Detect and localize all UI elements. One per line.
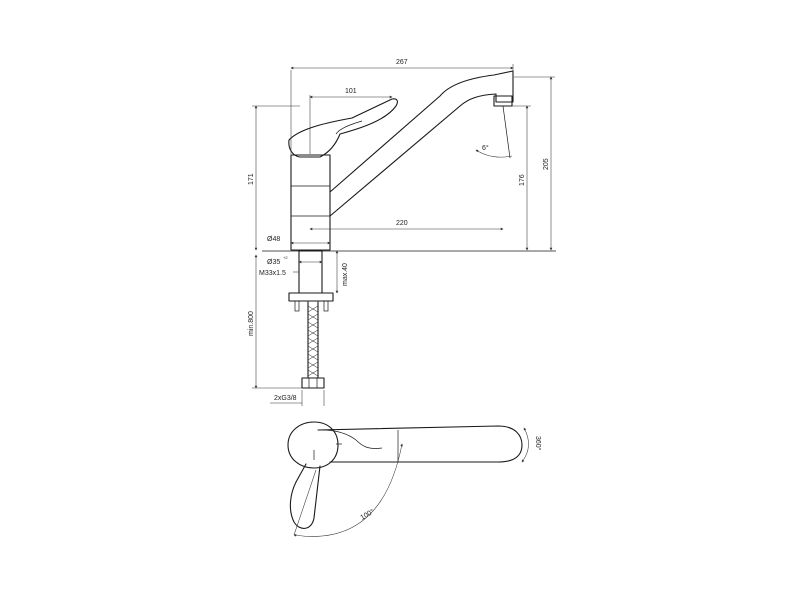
dim-max-deck: max.40 xyxy=(342,263,349,286)
dim-connections: 2xG3/8 xyxy=(274,395,297,402)
dim-total-height: 205 xyxy=(543,158,550,170)
dim-body-diameter: Ø48 xyxy=(267,236,280,243)
spout xyxy=(329,70,514,217)
mounting-nut xyxy=(288,292,334,302)
side-view: 267 101 171 220 176 205 6° Ø48 Ø35 +2 M3… xyxy=(248,59,556,406)
lever-handle xyxy=(288,98,398,158)
aerator xyxy=(493,95,513,107)
dim-hose-length: min.800 xyxy=(248,311,255,336)
dim-hole-tolerance: +2 xyxy=(283,255,288,260)
dim-overall-length: 267 xyxy=(396,59,408,66)
dim-thread: M33x1.5 xyxy=(259,270,286,277)
faucet-body xyxy=(290,154,331,251)
spout-top xyxy=(317,425,523,463)
dim-lever-angle: 100° xyxy=(359,507,376,521)
supply-hose xyxy=(301,301,325,389)
dim-spout-height: 176 xyxy=(519,174,526,186)
dim-spout-reach: 220 xyxy=(396,220,408,227)
dim-hole-diameter: Ø35 xyxy=(267,259,280,266)
top-view: 360° 100° xyxy=(287,421,542,537)
dim-swivel-angle: 360° xyxy=(534,436,542,451)
lever-top xyxy=(289,463,321,529)
mounting-shank xyxy=(298,250,323,294)
hose-connector xyxy=(301,377,325,389)
dim-body-height: 171 xyxy=(248,173,255,185)
dim-spout-angle: 6° xyxy=(482,144,489,152)
body-top xyxy=(287,421,339,469)
dim-lever-length: 101 xyxy=(345,88,357,95)
